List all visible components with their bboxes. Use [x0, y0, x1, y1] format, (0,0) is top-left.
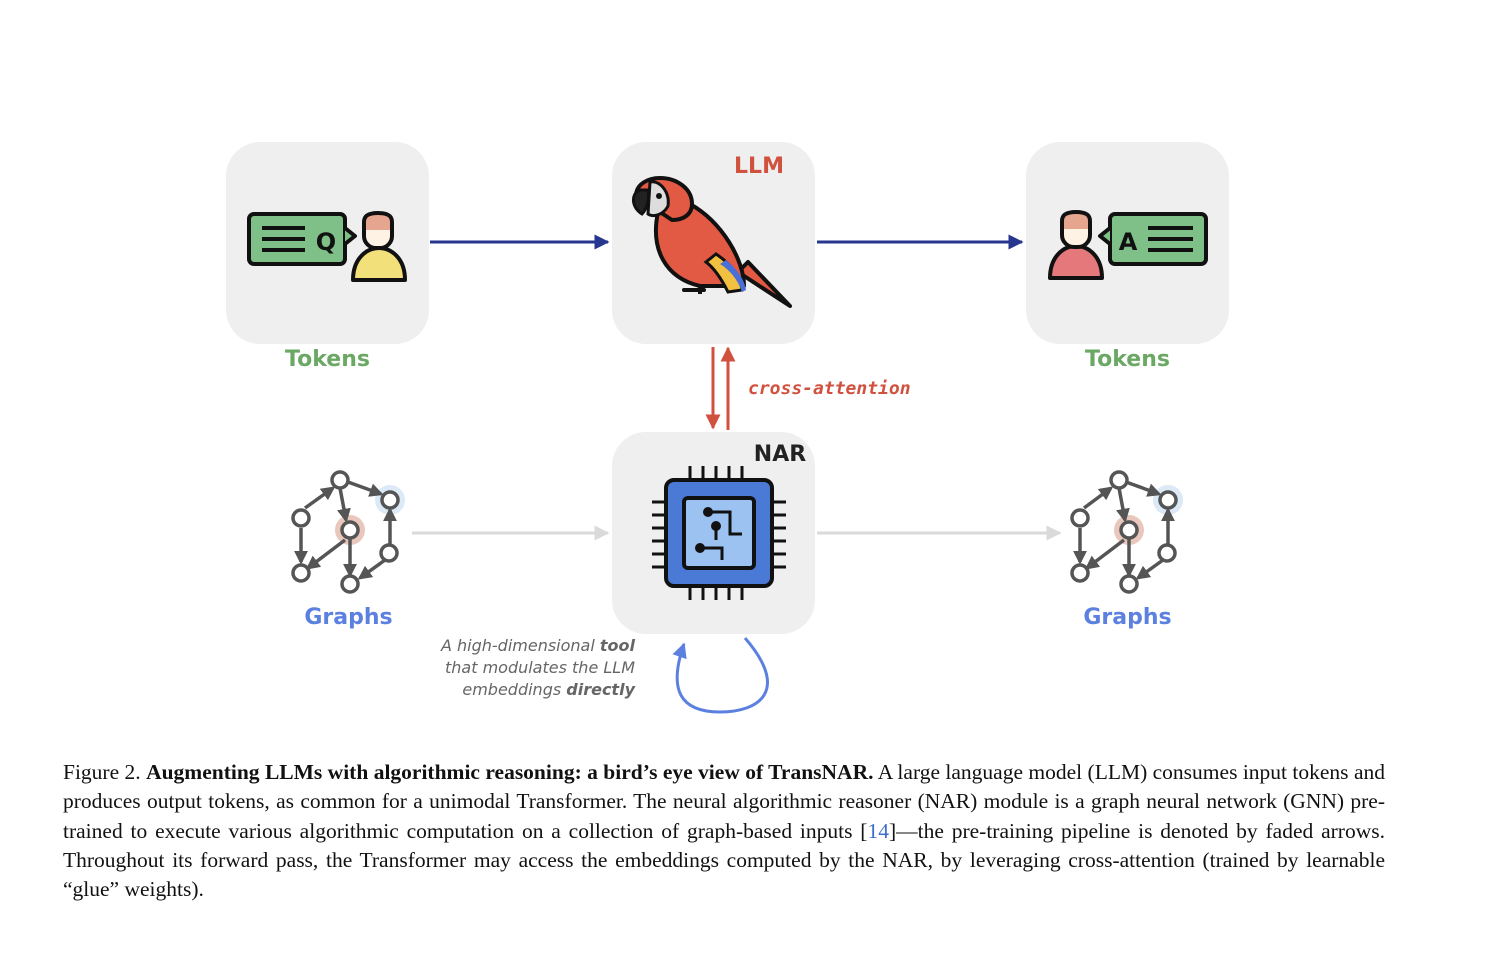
tokens-output-label: Tokens — [1085, 347, 1170, 372]
figure-caption: Figure 2. Augmenting LLMs with algorithm… — [63, 758, 1385, 904]
graphs-input-label: Graphs — [304, 605, 393, 630]
citation-link[interactable]: 14 — [867, 818, 889, 843]
person-icon-output — [1048, 209, 1104, 280]
svg-text:A: A — [1119, 228, 1138, 256]
cross-attention-label: cross-attention — [748, 378, 911, 399]
tokens-input-label: Tokens — [285, 347, 370, 372]
annotation-line2: that modulates the LLM — [444, 658, 635, 677]
annotation-directly: directly — [566, 680, 635, 699]
answer-bubble-icon: A — [1098, 212, 1208, 266]
nar-label: NAR — [753, 442, 807, 467]
llm-label: LLM — [734, 154, 784, 179]
svg-text:Q: Q — [316, 228, 336, 256]
graph-icon-output — [1070, 470, 1183, 594]
person-icon — [351, 210, 407, 282]
graph-icon — [291, 470, 405, 594]
caption-text-1: A large language model (LLM) consumes in… — [63, 760, 1385, 843]
self-loop-arrow — [672, 637, 769, 714]
caption-prefix: Figure 2. — [63, 760, 147, 784]
caption-text-2: ]—the pre-training pipeline is denoted b… — [63, 818, 1385, 902]
annotation-line1: A high-dimensional — [440, 636, 600, 655]
nar-annotation: A high-dimensional tool that modulates t… — [400, 635, 635, 701]
question-bubble-icon: Q — [247, 212, 357, 266]
annotation-line3: embeddings — [462, 680, 567, 699]
chip-icon — [652, 466, 786, 600]
caption-title: Augmenting LLMs with algorithmic reasoni… — [146, 760, 874, 784]
annotation-tool: tool — [599, 636, 635, 655]
parrot-icon — [632, 176, 792, 308]
graphs-output-label: Graphs — [1083, 605, 1172, 630]
